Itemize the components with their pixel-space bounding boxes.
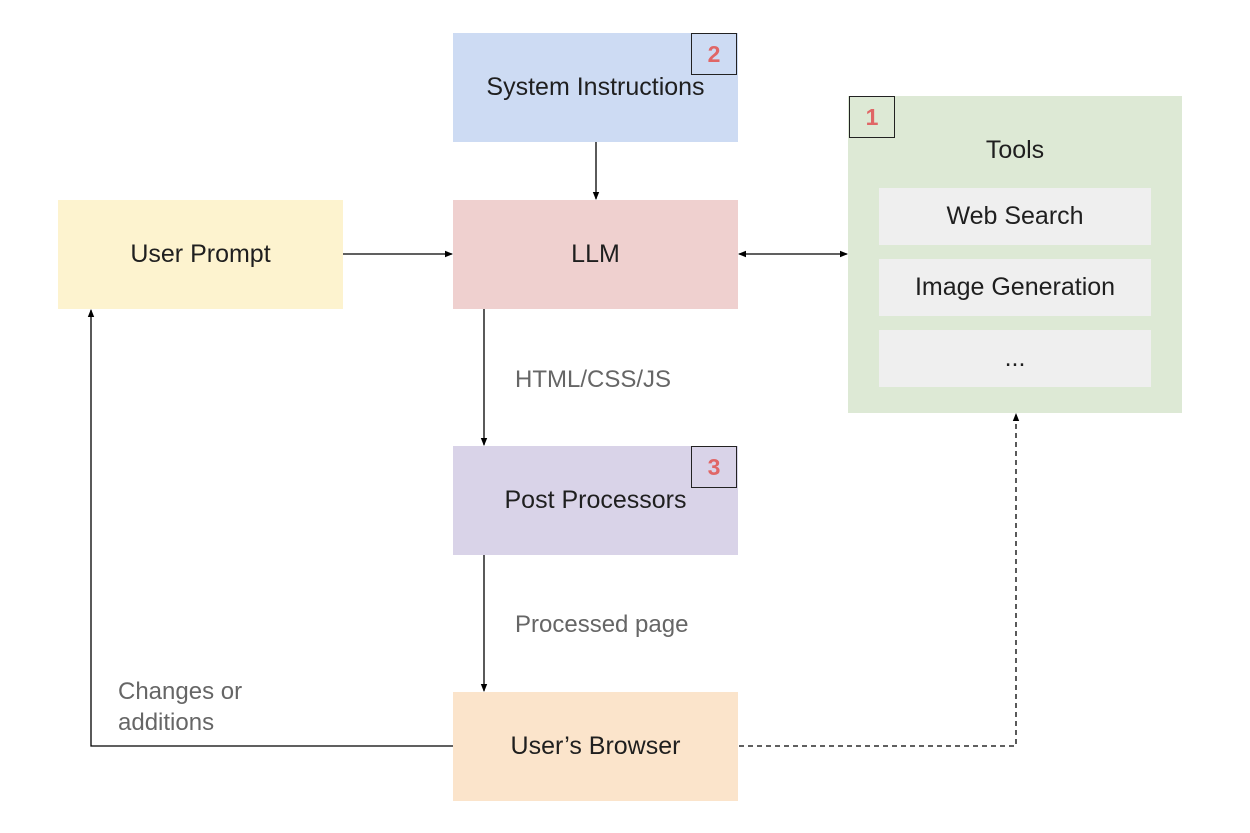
- arrow-browser-to-prompt: [87, 309, 453, 747]
- edge-label-processed-page: Processed page: [515, 611, 689, 638]
- llm-label: LLM: [571, 240, 620, 268]
- edge-label-changes-or-additions: Changes or additions: [118, 676, 242, 738]
- edge-label-changes-line2: additions: [118, 709, 215, 736]
- badge-tools: 1: [849, 96, 895, 138]
- arrow-browser-to-tools-dashed: [739, 413, 1020, 747]
- tool-item-image-generation: Image Generation: [879, 259, 1151, 316]
- system-instructions-node: System Instructions: [453, 33, 738, 142]
- system-instructions-label: System Instructions: [486, 73, 705, 101]
- tool-item-more: ...: [879, 330, 1151, 387]
- post-processors-label: Post Processors: [504, 486, 687, 514]
- user-prompt-label: User Prompt: [130, 240, 271, 268]
- users-browser-label: User’s Browser: [510, 732, 681, 760]
- users-browser-node: User’s Browser: [453, 692, 738, 801]
- post-processors-node: Post Processors: [453, 446, 738, 555]
- tools-title: Tools: [985, 136, 1045, 164]
- edge-label-html-css-js: HTML/CSS/JS: [515, 366, 672, 393]
- tool-item-web-search: Web Search: [879, 188, 1151, 245]
- llm-node: LLM: [453, 200, 738, 309]
- tools-panel: Tools Web Search Image Generation ...: [848, 96, 1182, 413]
- badge-post-processors: 3: [691, 446, 737, 488]
- edge-label-changes-line1: Changes or: [118, 678, 243, 705]
- user-prompt-node: User Prompt: [58, 200, 343, 309]
- badge-system-instructions: 2: [691, 33, 737, 75]
